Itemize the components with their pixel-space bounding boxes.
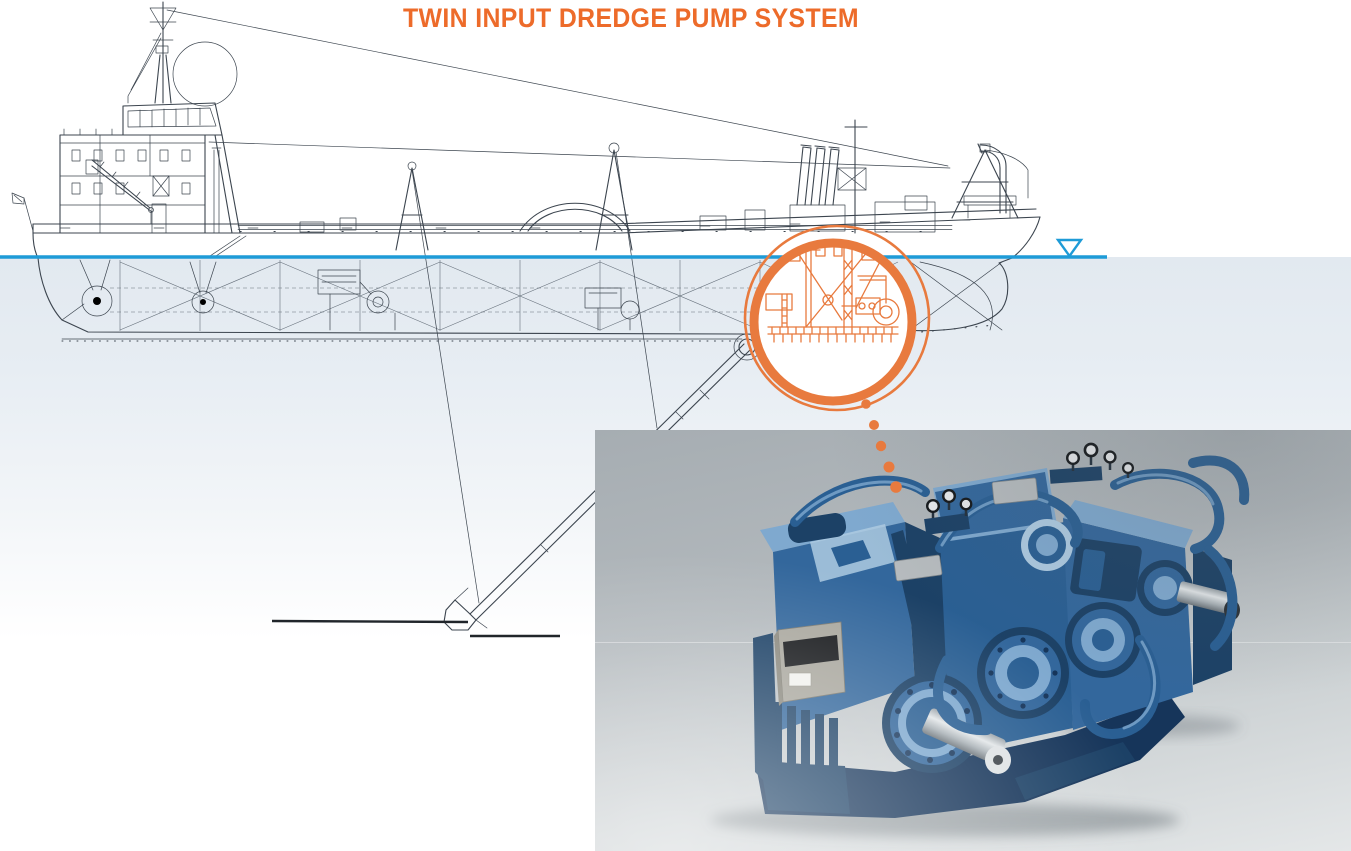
rigging-stays xyxy=(166,9,951,169)
bow-gear xyxy=(951,143,1029,219)
hull-framing xyxy=(110,260,899,331)
hull-above-water xyxy=(32,208,1041,259)
draghead xyxy=(443,587,488,631)
stern-flag xyxy=(11,192,34,232)
dotted-leader xyxy=(861,399,902,493)
callout-backdrop xyxy=(757,246,909,398)
stern-thrusters xyxy=(61,259,217,321)
gearbox-photo xyxy=(595,430,1351,851)
deck-equipment xyxy=(237,119,953,251)
hoist-wire xyxy=(411,169,480,604)
hull-machinery xyxy=(317,269,640,331)
highlight-ring-thick xyxy=(749,238,917,406)
hoist-wire-2 xyxy=(615,151,658,429)
superstructure xyxy=(11,1,241,234)
seabed-lines xyxy=(271,619,560,638)
funnels xyxy=(789,144,846,232)
photo-vignette xyxy=(595,430,1351,851)
deck-crane xyxy=(85,159,154,225)
waterline xyxy=(0,238,1107,259)
highlight-ring-thin xyxy=(743,224,931,412)
page-title: TWIN INPUT DREDGE PUMP SYSTEM xyxy=(403,3,859,33)
hull-below-water xyxy=(37,257,1013,342)
waterline-nabla-icon xyxy=(1055,238,1084,259)
gantry-mid xyxy=(595,142,633,251)
main-mast xyxy=(127,1,238,107)
